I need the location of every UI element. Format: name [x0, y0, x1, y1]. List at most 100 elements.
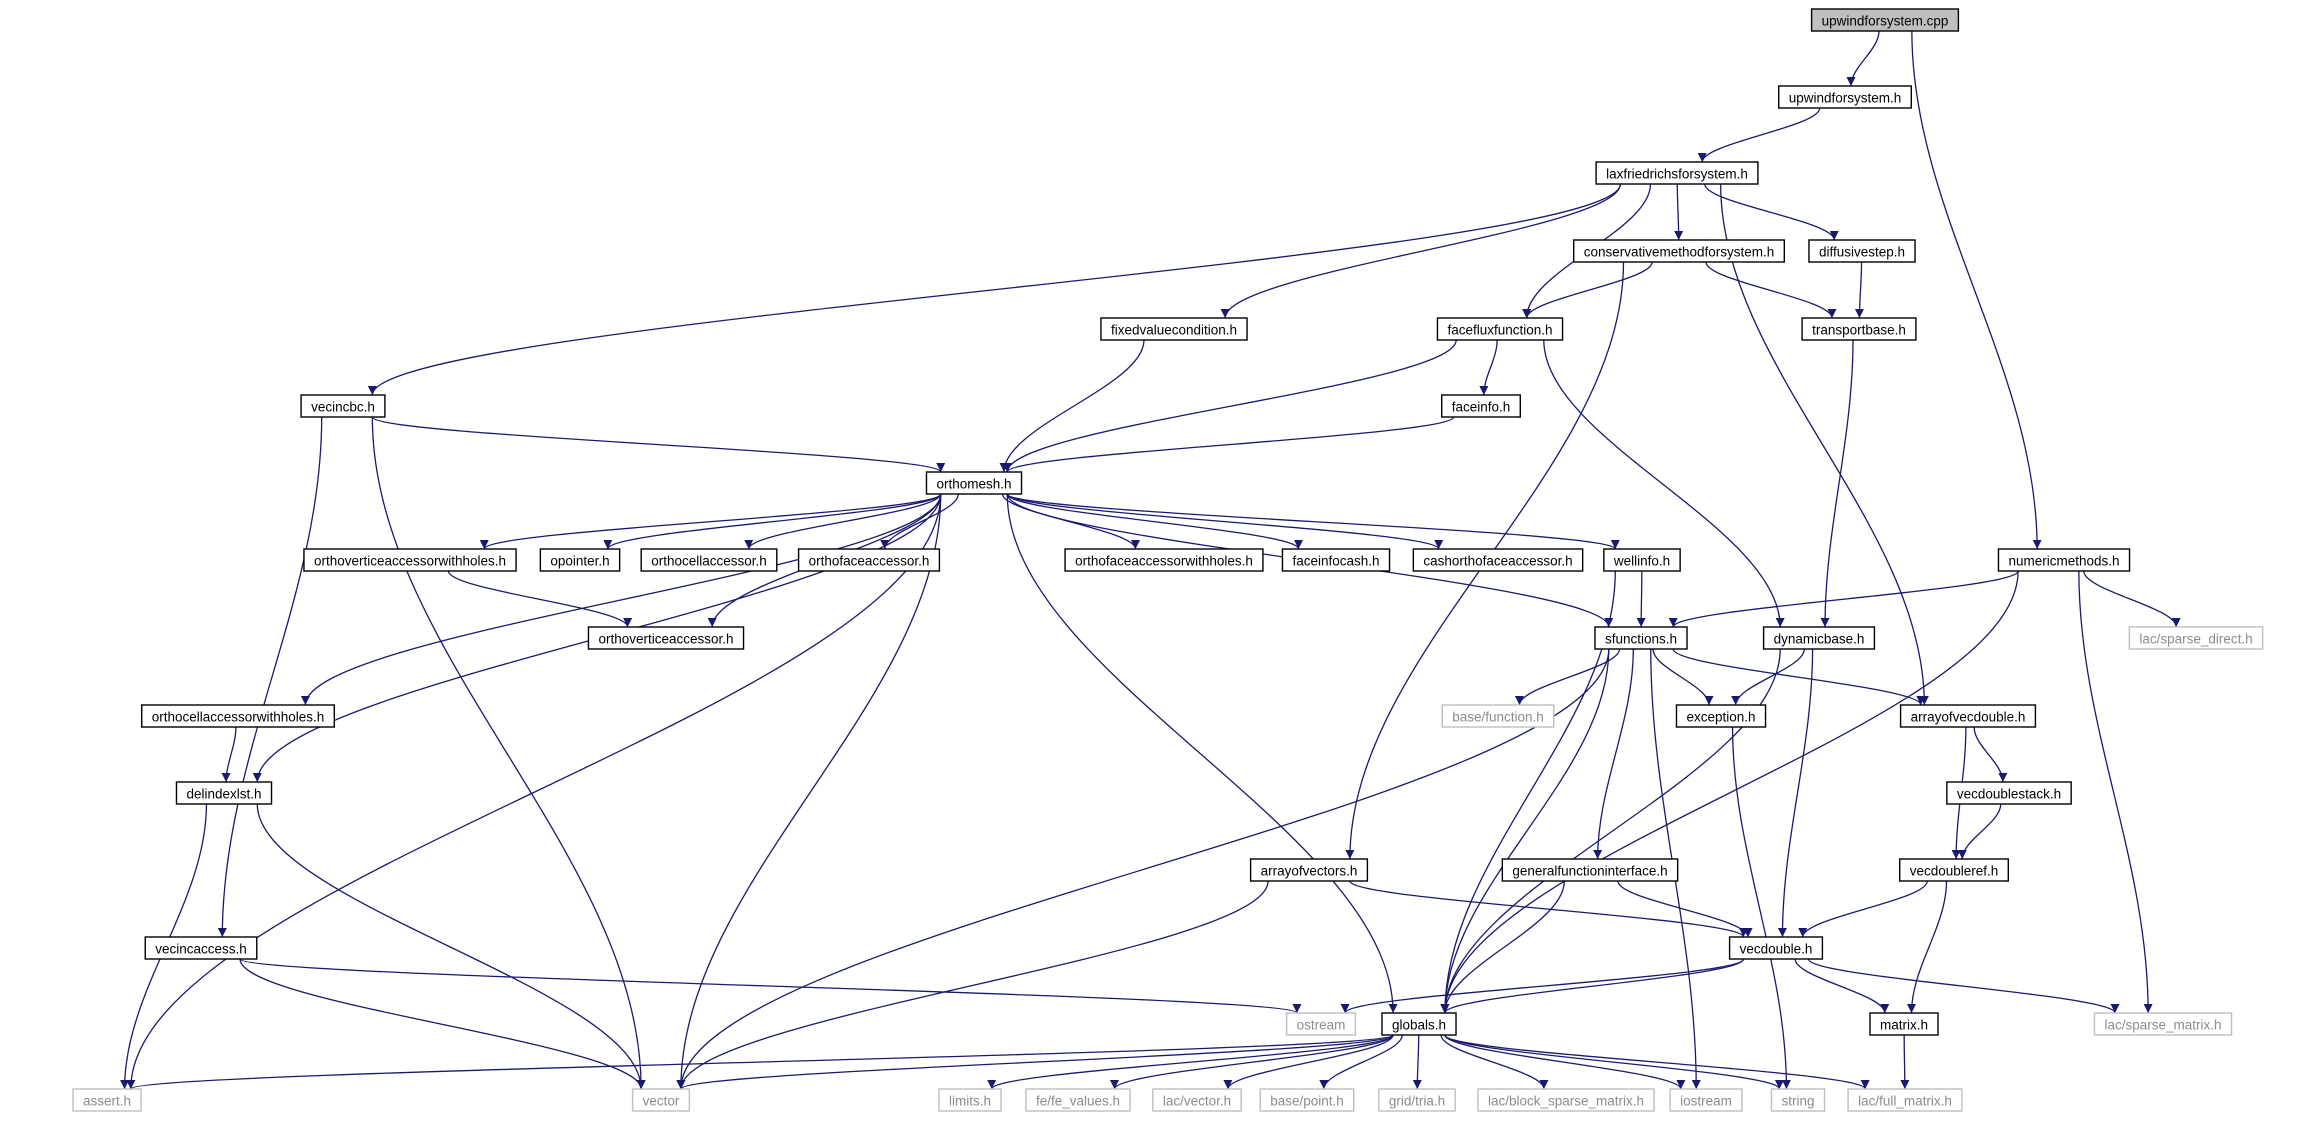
node-assert-h[interactable]: assert.h — [72, 1088, 142, 1112]
node-label: lac/sparse_matrix.h — [2104, 1018, 2221, 1033]
node-vecdoubleref-h[interactable]: vecdoubleref.h — [1899, 858, 2009, 882]
node-delindexlst-h[interactable]: delindexlst.h — [175, 781, 273, 805]
node-arrayofvectors-h[interactable]: arrayofvectors.h — [1249, 858, 1369, 882]
node-orthocellaccessor-h[interactable]: orthocellaccessor.h — [640, 548, 778, 572]
edge-numericmethods-h-to-lac-sparse-direct — [2083, 570, 2181, 628]
edge-vecincbc-h-to-vector — [371, 416, 646, 1090]
node-label: cashorthofaceaccessor.h — [1423, 554, 1572, 569]
node-box — [1946, 781, 2072, 805]
node-vecdoublestack-h[interactable]: vecdoublestack.h — [1946, 781, 2072, 805]
node-iostream[interactable]: iostream — [1669, 1088, 1743, 1112]
node-label: upwindforsystem.cpp — [1822, 14, 1949, 29]
node-box — [175, 781, 273, 805]
node-vector[interactable]: vector — [631, 1088, 691, 1112]
node-lac-sparse-direct[interactable]: lac/sparse_direct.h — [2128, 626, 2264, 650]
node-label: vecdoublestack.h — [1957, 787, 2061, 802]
node-base-point-h[interactable]: base/point.h — [1259, 1088, 1355, 1112]
edge-facefluxfunction-h-to-dynamicbase-h — [1543, 339, 1785, 628]
node-box — [1501, 858, 1679, 882]
node-fixedvaluecondition-h[interactable]: fixedvaluecondition.h — [1100, 317, 1248, 341]
node-label: diffusivestep.h — [1819, 245, 1905, 260]
edge-globals-h-to-lac-full-matrix-h — [1444, 1034, 1870, 1090]
node-opointer-h[interactable]: opointer.h — [539, 548, 621, 572]
node-sfunctions-h[interactable]: sfunctions.h — [1594, 626, 1688, 650]
node-orthofaceaccessorwithholes-h[interactable]: orthofaceaccessorwithholes.h — [1064, 548, 1264, 572]
edge-orthomesh-h-to-orthofaceaccessor-h — [880, 493, 959, 550]
node-ostream[interactable]: ostream — [1285, 1012, 1357, 1036]
node-orthomesh-h[interactable]: orthomesh.h — [925, 471, 1023, 495]
node-upwindforsystem-h[interactable]: upwindforsystem.h — [1778, 85, 1912, 109]
node-transportbase-h[interactable]: transportbase.h — [1801, 317, 1917, 341]
node-label: numericmethods.h — [2008, 554, 2119, 569]
node-orthofaceaccessor-h[interactable]: orthofaceaccessor.h — [797, 548, 941, 572]
node-box — [1378, 1088, 1456, 1112]
edge-numericmethods-h-to-lac-sparse-matrix-h — [2078, 570, 2153, 1014]
node-label: limits.h — [949, 1094, 991, 1109]
node-box — [1436, 317, 1564, 341]
node-label: arrayofvecdouble.h — [1911, 710, 2026, 725]
node-vecincbc-h[interactable]: vecincbc.h — [300, 394, 386, 418]
node-arrayofvecdouble-h[interactable]: arrayofvecdouble.h — [1899, 704, 2037, 728]
node-numericmethods-h[interactable]: numericmethods.h — [1997, 548, 2131, 572]
node-diffusivestep-h[interactable]: diffusivestep.h — [1808, 239, 1916, 263]
node-box — [1259, 1088, 1355, 1112]
node-faceinfo-h[interactable]: faceinfo.h — [1441, 394, 1521, 418]
edge-laxfriedrichsforsystem-h-to-fixedvaluecondition-h — [1220, 183, 1622, 319]
edge-orthomesh-h-to-orthocellaccessor-h — [744, 493, 942, 550]
node-cashorthofaceaccessor-h[interactable]: cashorthofaceaccessor.h — [1412, 548, 1584, 572]
node-facefluxfunction-h[interactable]: facefluxfunction.h — [1436, 317, 1564, 341]
edge-vecdouble-h-to-matrix-h — [1794, 958, 1890, 1014]
node-matrix-h[interactable]: matrix.h — [1869, 1012, 1939, 1036]
node-lac-full-matrix-h[interactable]: lac/full_matrix.h — [1847, 1088, 1963, 1112]
edge-upwindforsystem-cpp-to-numericmethods-h — [1911, 30, 2042, 550]
node-lac-vector-h[interactable]: lac/vector.h — [1152, 1088, 1242, 1112]
edge-globals-h-to-grid-tria-h — [1412, 1034, 1422, 1090]
node-label: orthocellaccessorwithholes.h — [152, 710, 325, 725]
node-box — [938, 1088, 1002, 1112]
node-label: base/function.h — [1452, 710, 1544, 725]
node-label: faceinfocash.h — [1292, 554, 1379, 569]
node-fe-fe-values-h[interactable]: fe/fe_values.h — [1025, 1088, 1131, 1112]
edge-sfunctions-h-to-arrayofvecdouble-h — [1672, 648, 1926, 706]
node-wellinfo-h[interactable]: wellinfo.h — [1603, 548, 1681, 572]
node-grid-tria-h[interactable]: grid/tria.h — [1378, 1088, 1456, 1112]
edge-transportbase-h-to-dynamicbase-h — [1820, 339, 1854, 628]
node-lac-sparse-matrix-h[interactable]: lac/sparse_matrix.h — [2093, 1012, 2233, 1036]
node-string[interactable]: string — [1770, 1088, 1826, 1112]
node-box — [1808, 239, 1916, 263]
edge-arrayofvecdouble-h-to-vecdoublestack-h — [1973, 726, 2008, 783]
edge-vecdoubleref-h-to-vecdouble-h — [1798, 880, 1928, 938]
node-box — [1477, 1088, 1655, 1112]
node-label: grid/tria.h — [1389, 1094, 1445, 1109]
node-box — [1997, 548, 2131, 572]
node-box — [631, 1088, 691, 1112]
node-box — [72, 1088, 142, 1112]
node-base-function-h[interactable]: base/function.h — [1441, 704, 1555, 728]
node-limits-h[interactable]: limits.h — [938, 1088, 1002, 1112]
node-label: orthoverticeaccessor.h — [598, 632, 733, 647]
node-vecdouble-h[interactable]: vecdouble.h — [1728, 936, 1824, 960]
node-label: assert.h — [83, 1094, 131, 1109]
node-orthocellaccessorwithholes-h[interactable]: orthocellaccessorwithholes.h — [141, 704, 335, 728]
node-orthoverticeaccessorwithholes-h[interactable]: orthoverticeaccessorwithholes.h — [303, 548, 517, 572]
node-lac-block-sparse-matrix-h[interactable]: lac/block_sparse_matrix.h — [1477, 1088, 1655, 1112]
node-exception-h[interactable]: exception.h — [1675, 704, 1767, 728]
node-box — [144, 936, 258, 960]
node-orthoverticeaccessor-h[interactable]: orthoverticeaccessor.h — [587, 626, 745, 650]
node-vecincaccess-h[interactable]: vecincaccess.h — [144, 936, 258, 960]
nodes-layer: upwindforsystem.cpp upwindforsystem.h laxf… — [72, 8, 2264, 1112]
edge-generalfunctioninterface-h-to-globals-h — [1440, 880, 1565, 1014]
edge-orthomesh-h-to-assert-h — [126, 493, 942, 1090]
node-dynamicbase-h[interactable]: dynamicbase.h — [1762, 626, 1876, 650]
node-label: facefluxfunction.h — [1447, 323, 1552, 338]
node-label: ostream — [1297, 1018, 1346, 1033]
node-faceinfocash-h[interactable]: faceinfocash.h — [1281, 548, 1391, 572]
node-laxfriedrichsforsystem-h[interactable]: laxfriedrichsforsystem.h — [1595, 161, 1759, 185]
node-globals-h[interactable]: globals.h — [1381, 1012, 1457, 1036]
node-upwindforsystem-cpp[interactable]: upwindforsystem.cpp — [1810, 8, 1960, 32]
node-conservativemethodforsystem-h[interactable]: conservativemethodforsystem.h — [1573, 239, 1785, 263]
edge-upwindforsystem-h-to-laxfriedrichsforsystem-h — [1697, 107, 1821, 163]
node-label: lac/full_matrix.h — [1858, 1094, 1952, 1109]
node-generalfunctioninterface-h[interactable]: generalfunctioninterface.h — [1501, 858, 1679, 882]
